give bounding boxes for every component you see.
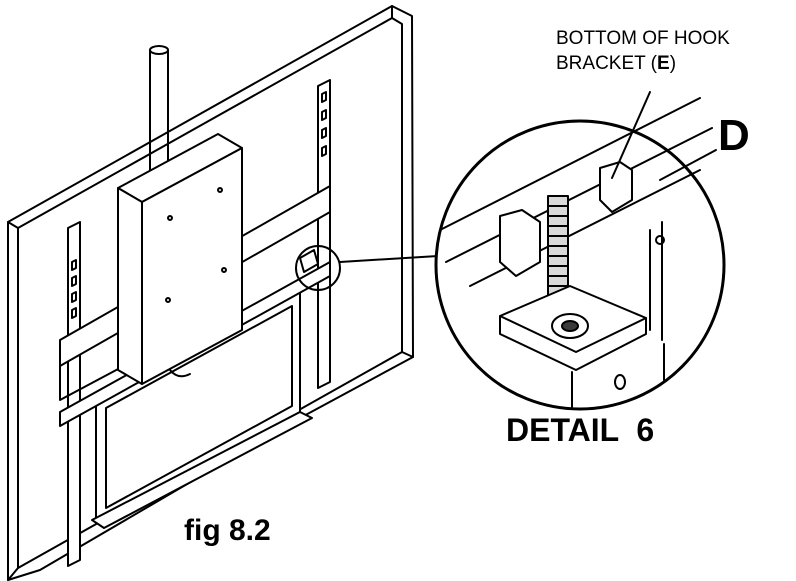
detail-callout-circle [295, 245, 341, 291]
callout-line-2-suffix: ) [669, 53, 677, 74]
lower-bracket [91, 289, 313, 529]
detail-6-magnified-view [434, 97, 726, 411]
figure-caption: fig 8.2 [184, 514, 271, 547]
bracket-e-callout-label: BOTTOM OF HOOK BRACKET (E) [556, 26, 730, 76]
left-wall-rail [67, 221, 81, 567]
mounting-box [117, 133, 243, 385]
part-d-leader [659, 149, 717, 181]
callout-line-2-prefix: BRACKET ( [556, 53, 658, 74]
part-letter-d: D [718, 111, 750, 160]
detail-leader-line [339, 255, 439, 263]
right-wall-rail [317, 79, 331, 389]
detail-caption: DETAIL 6 [506, 412, 655, 448]
bracket-e-leader [611, 91, 651, 179]
callout-line-1: BOTTOM OF HOOK [556, 28, 730, 49]
callout-letter-e: E [657, 53, 670, 74]
